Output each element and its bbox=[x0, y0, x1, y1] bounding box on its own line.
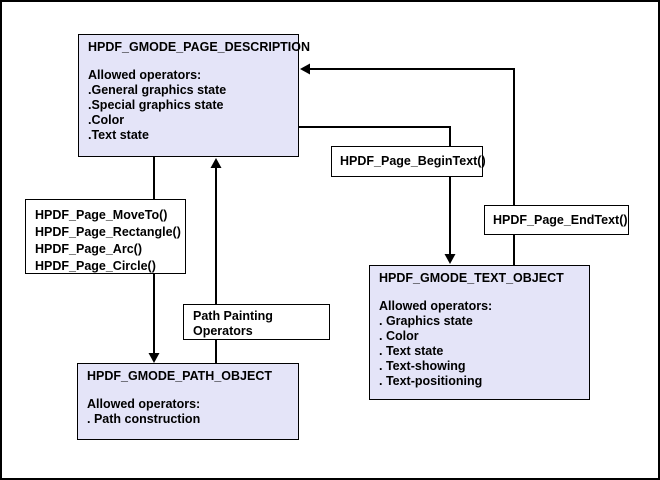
arrowhead-up-pagedesc bbox=[210, 158, 222, 168]
box-end-text: HPDF_Page_EndText() bbox=[484, 205, 629, 235]
allowed-operators-label: Allowed operators: bbox=[88, 68, 202, 82]
box-gmode-path-object: HPDF_GMODE_PATH_OBJECT Allowed operators… bbox=[77, 363, 299, 440]
box-title: HPDF_GMODE_TEXT_OBJECT bbox=[379, 271, 564, 285]
label-line: Operators bbox=[193, 324, 253, 338]
box-begin-text: HPDF_Page_BeginText() bbox=[331, 146, 486, 177]
box-path-start-operators: HPDF_Page_MoveTo() HPDF_Page_Rectangle()… bbox=[25, 199, 186, 274]
function-label: HPDF_Page_BeginText() bbox=[340, 154, 486, 168]
function-label: HPDF_Page_Arc() bbox=[35, 242, 142, 256]
arrowhead-down-pathobject bbox=[148, 353, 160, 363]
arrowhead-left-pagedesc bbox=[300, 63, 310, 75]
function-label: HPDF_Page_Rectangle() bbox=[35, 225, 181, 239]
arrowhead-down-textobject bbox=[444, 254, 456, 264]
operator-item: . Path construction bbox=[87, 412, 201, 426]
operator-item: .General graphics state bbox=[88, 83, 227, 97]
box-title: HPDF_GMODE_PAGE_DESCRIPTION bbox=[88, 40, 311, 54]
function-label: HPDF_Page_MoveTo() bbox=[35, 208, 168, 222]
operator-item: .Text state bbox=[88, 128, 149, 142]
box-path-painting-operators: Path Painting Operators bbox=[183, 304, 330, 340]
function-label: HPDF_Page_EndText() bbox=[493, 212, 628, 227]
allowed-operators-label: Allowed operators: bbox=[87, 397, 201, 411]
box-gmode-page-description: HPDF_GMODE_PAGE_DESCRIPTION Allowed oper… bbox=[78, 34, 311, 157]
operator-item: . Graphics state bbox=[379, 314, 473, 328]
box-title: HPDF_GMODE_PATH_OBJECT bbox=[87, 369, 272, 383]
operator-item: . Color bbox=[379, 329, 419, 343]
function-label: HPDF_Page_Circle() bbox=[35, 259, 156, 273]
connector-textobject-to-pagedesc bbox=[309, 68, 515, 265]
operator-item: .Color bbox=[88, 113, 125, 127]
operator-item: . Text state bbox=[379, 344, 444, 358]
operator-item: . Text-positioning bbox=[379, 374, 483, 388]
label-line: Path Painting bbox=[193, 309, 273, 323]
operator-item: .Special graphics state bbox=[88, 98, 224, 112]
connector-pagedesc-to-textobject bbox=[299, 126, 451, 256]
operator-item: . Text-showing bbox=[379, 359, 466, 373]
box-gmode-text-object: HPDF_GMODE_TEXT_OBJECT Allowed operators… bbox=[369, 265, 590, 400]
allowed-operators-label: Allowed operators: bbox=[379, 299, 493, 313]
